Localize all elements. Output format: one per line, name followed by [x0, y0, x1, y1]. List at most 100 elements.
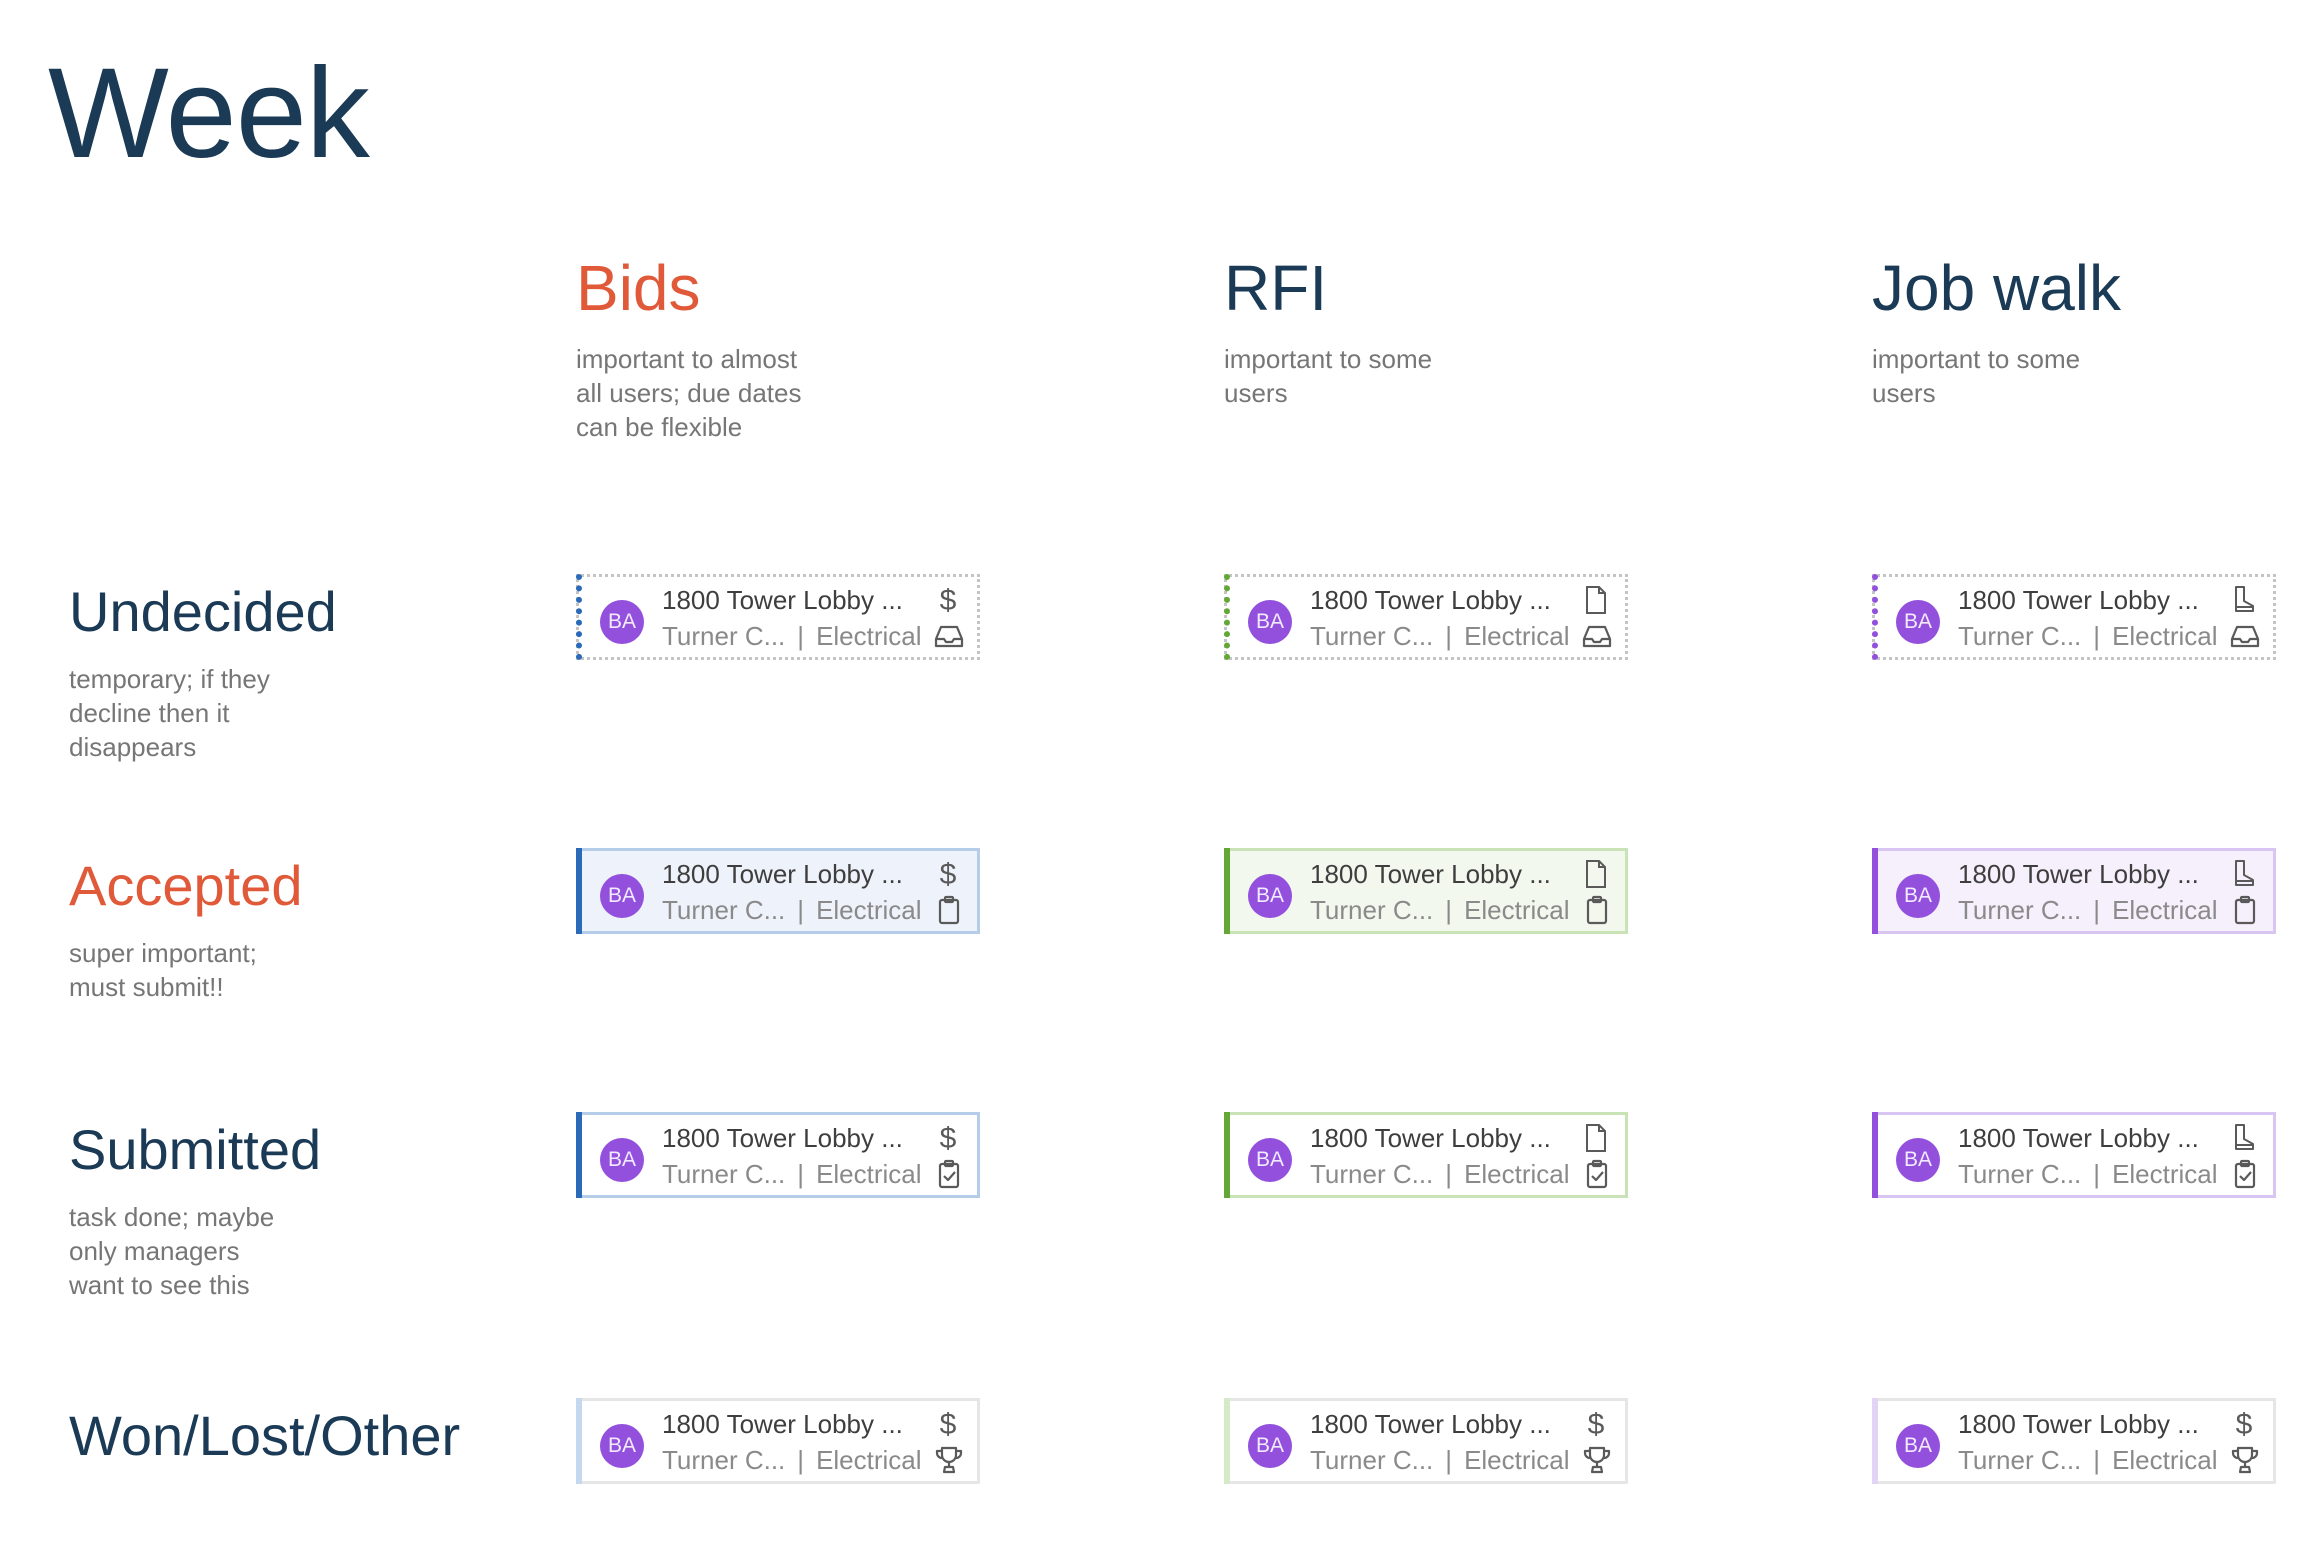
card-trade: Electrical [2112, 895, 2218, 925]
column-title: Bids [576, 252, 701, 324]
dollar-icon: $ [935, 585, 961, 615]
avatar: BA [1248, 1138, 1292, 1182]
card-accent-bar [576, 1398, 582, 1484]
card-title: 1800 Tower Lobby ... [1310, 859, 1551, 889]
card-trade: Electrical [816, 1159, 922, 1189]
card-trade: Electrical [2112, 1445, 2218, 1475]
avatar: BA [1248, 600, 1292, 644]
card-separator: | [1445, 1159, 1453, 1189]
avatar: BA [1248, 1424, 1292, 1468]
card-company: Turner C... [1958, 1445, 2082, 1475]
dollar-icon: $ [935, 1409, 961, 1439]
column-description: important to almost all users; due dates… [576, 344, 802, 442]
card-trade: Electrical [1464, 895, 1570, 925]
card-subtitle: Turner C...|Electrical [1310, 1159, 1570, 1190]
column-title: Job walk [1872, 252, 2121, 324]
svg-text:$: $ [940, 585, 957, 615]
card-accent-bar [576, 1112, 582, 1198]
card-separator: | [1445, 1445, 1453, 1475]
task-card-job-walk-undecided[interactable]: BA 1800 Tower Lobby ... Turner C... | Electr… [1872, 574, 2276, 660]
task-card-bids-won-lost-other[interactable]: BA 1800 Tower Lobby ... Turner C...|Electr… [576, 1398, 980, 1484]
row-title: Won/Lost/Other [69, 1404, 461, 1467]
task-card-bids-submitted[interactable]: BA 1800 Tower Lobby ... Turner C... | Electr… [576, 1112, 980, 1198]
row-description: super important; must submit!! [69, 938, 257, 1002]
card-subtitle: Turner C...|Electrical [1958, 1159, 2218, 1190]
card-company: Turner C... [1958, 1159, 2082, 1189]
column-header-job-walk: Job walk important to some users [1872, 244, 2303, 410]
clipboard-check-icon [1582, 1159, 1612, 1189]
column-title: RFI [1224, 252, 1328, 324]
document-icon [1583, 585, 1609, 615]
boot-icon [2231, 859, 2257, 889]
clipboard-icon [2230, 895, 2260, 925]
clipboard-check-icon [2230, 1159, 2260, 1189]
column-description: important to some users [1224, 344, 1433, 408]
card-separator: | [1445, 895, 1453, 925]
card-company: Turner C... [1310, 1445, 1434, 1475]
card-company: Turner C... [1958, 621, 2082, 651]
card-company: Turner C... [662, 1159, 786, 1189]
card-accent-bar [1224, 848, 1230, 934]
dollar-icon: $ [935, 1123, 961, 1153]
card-accent-bar [1224, 1112, 1230, 1198]
card-separator: | [1445, 621, 1453, 651]
card-title: 1800 Tower Lobby ... [662, 859, 903, 889]
card-separator: | [797, 895, 805, 925]
card-trade: Electrical [1464, 621, 1570, 651]
card-company: Turner C... [1958, 895, 2082, 925]
avatar: BA [600, 874, 644, 918]
card-accent-bar [1872, 574, 1884, 660]
card-title: 1800 Tower Lobby ... [662, 1123, 903, 1153]
card-company: Turner C... [1310, 1159, 1434, 1189]
svg-text:$: $ [940, 859, 957, 889]
card-title: 1800 Tower Lobby ... [1958, 859, 2199, 889]
avatar: BA [1896, 600, 1940, 644]
card-title: 1800 Tower Lobby ... [662, 1409, 903, 1439]
inbox-tray-icon [1582, 621, 1612, 651]
card-subtitle: Turner C...|Electrical [662, 1445, 922, 1476]
row-description: task done; maybe only managers want to s… [69, 1202, 275, 1300]
row-title: Submitted [69, 1118, 322, 1181]
card-trade: Electrical [816, 1445, 922, 1475]
boot-icon [2231, 585, 2257, 615]
svg-text:$: $ [1588, 1409, 1605, 1439]
clipboard-icon [1582, 895, 1612, 925]
card-title: 1800 Tower Lobby ... [1958, 585, 2199, 615]
card-title: 1800 Tower Lobby ... [1310, 585, 1551, 615]
card-trade: Electrical [816, 621, 922, 651]
card-subtitle: Turner C...|Electrical [1958, 895, 2218, 926]
card-company: Turner C... [662, 1445, 786, 1475]
card-separator: | [2093, 621, 2101, 651]
card-title: 1800 Tower Lobby ... [1310, 1409, 1551, 1439]
card-separator: | [797, 1159, 805, 1189]
inbox-tray-icon [934, 621, 964, 651]
card-subtitle: Turner C... | Electrical [1958, 1445, 2218, 1476]
avatar: BA [600, 1138, 644, 1182]
row-header-submitted: Submitted task done; maybe only managers… [69, 1114, 489, 1302]
card-trade: Electrical [2112, 1159, 2218, 1189]
card-separator: | [2093, 1445, 2101, 1475]
card-accent-bar [1224, 574, 1236, 660]
card-title: 1800 Tower Lobby ... [662, 585, 903, 615]
trophy-icon [2230, 1445, 2260, 1475]
row-description: temporary; if they decline then it disap… [69, 664, 270, 762]
card-subtitle: Turner C... | Electrical [1958, 621, 2218, 652]
card-title: 1800 Tower Lobby ... [1958, 1123, 2199, 1153]
avatar: BA [600, 600, 644, 644]
card-subtitle: Turner C... | Electrical [662, 1159, 922, 1190]
clipboard-icon [934, 895, 964, 925]
row-title: Undecided [69, 580, 337, 643]
inbox-tray-icon [2230, 621, 2260, 651]
avatar: BA [1896, 1424, 1940, 1468]
card-trade: Electrical [2112, 621, 2218, 651]
avatar: BA [600, 1424, 644, 1468]
